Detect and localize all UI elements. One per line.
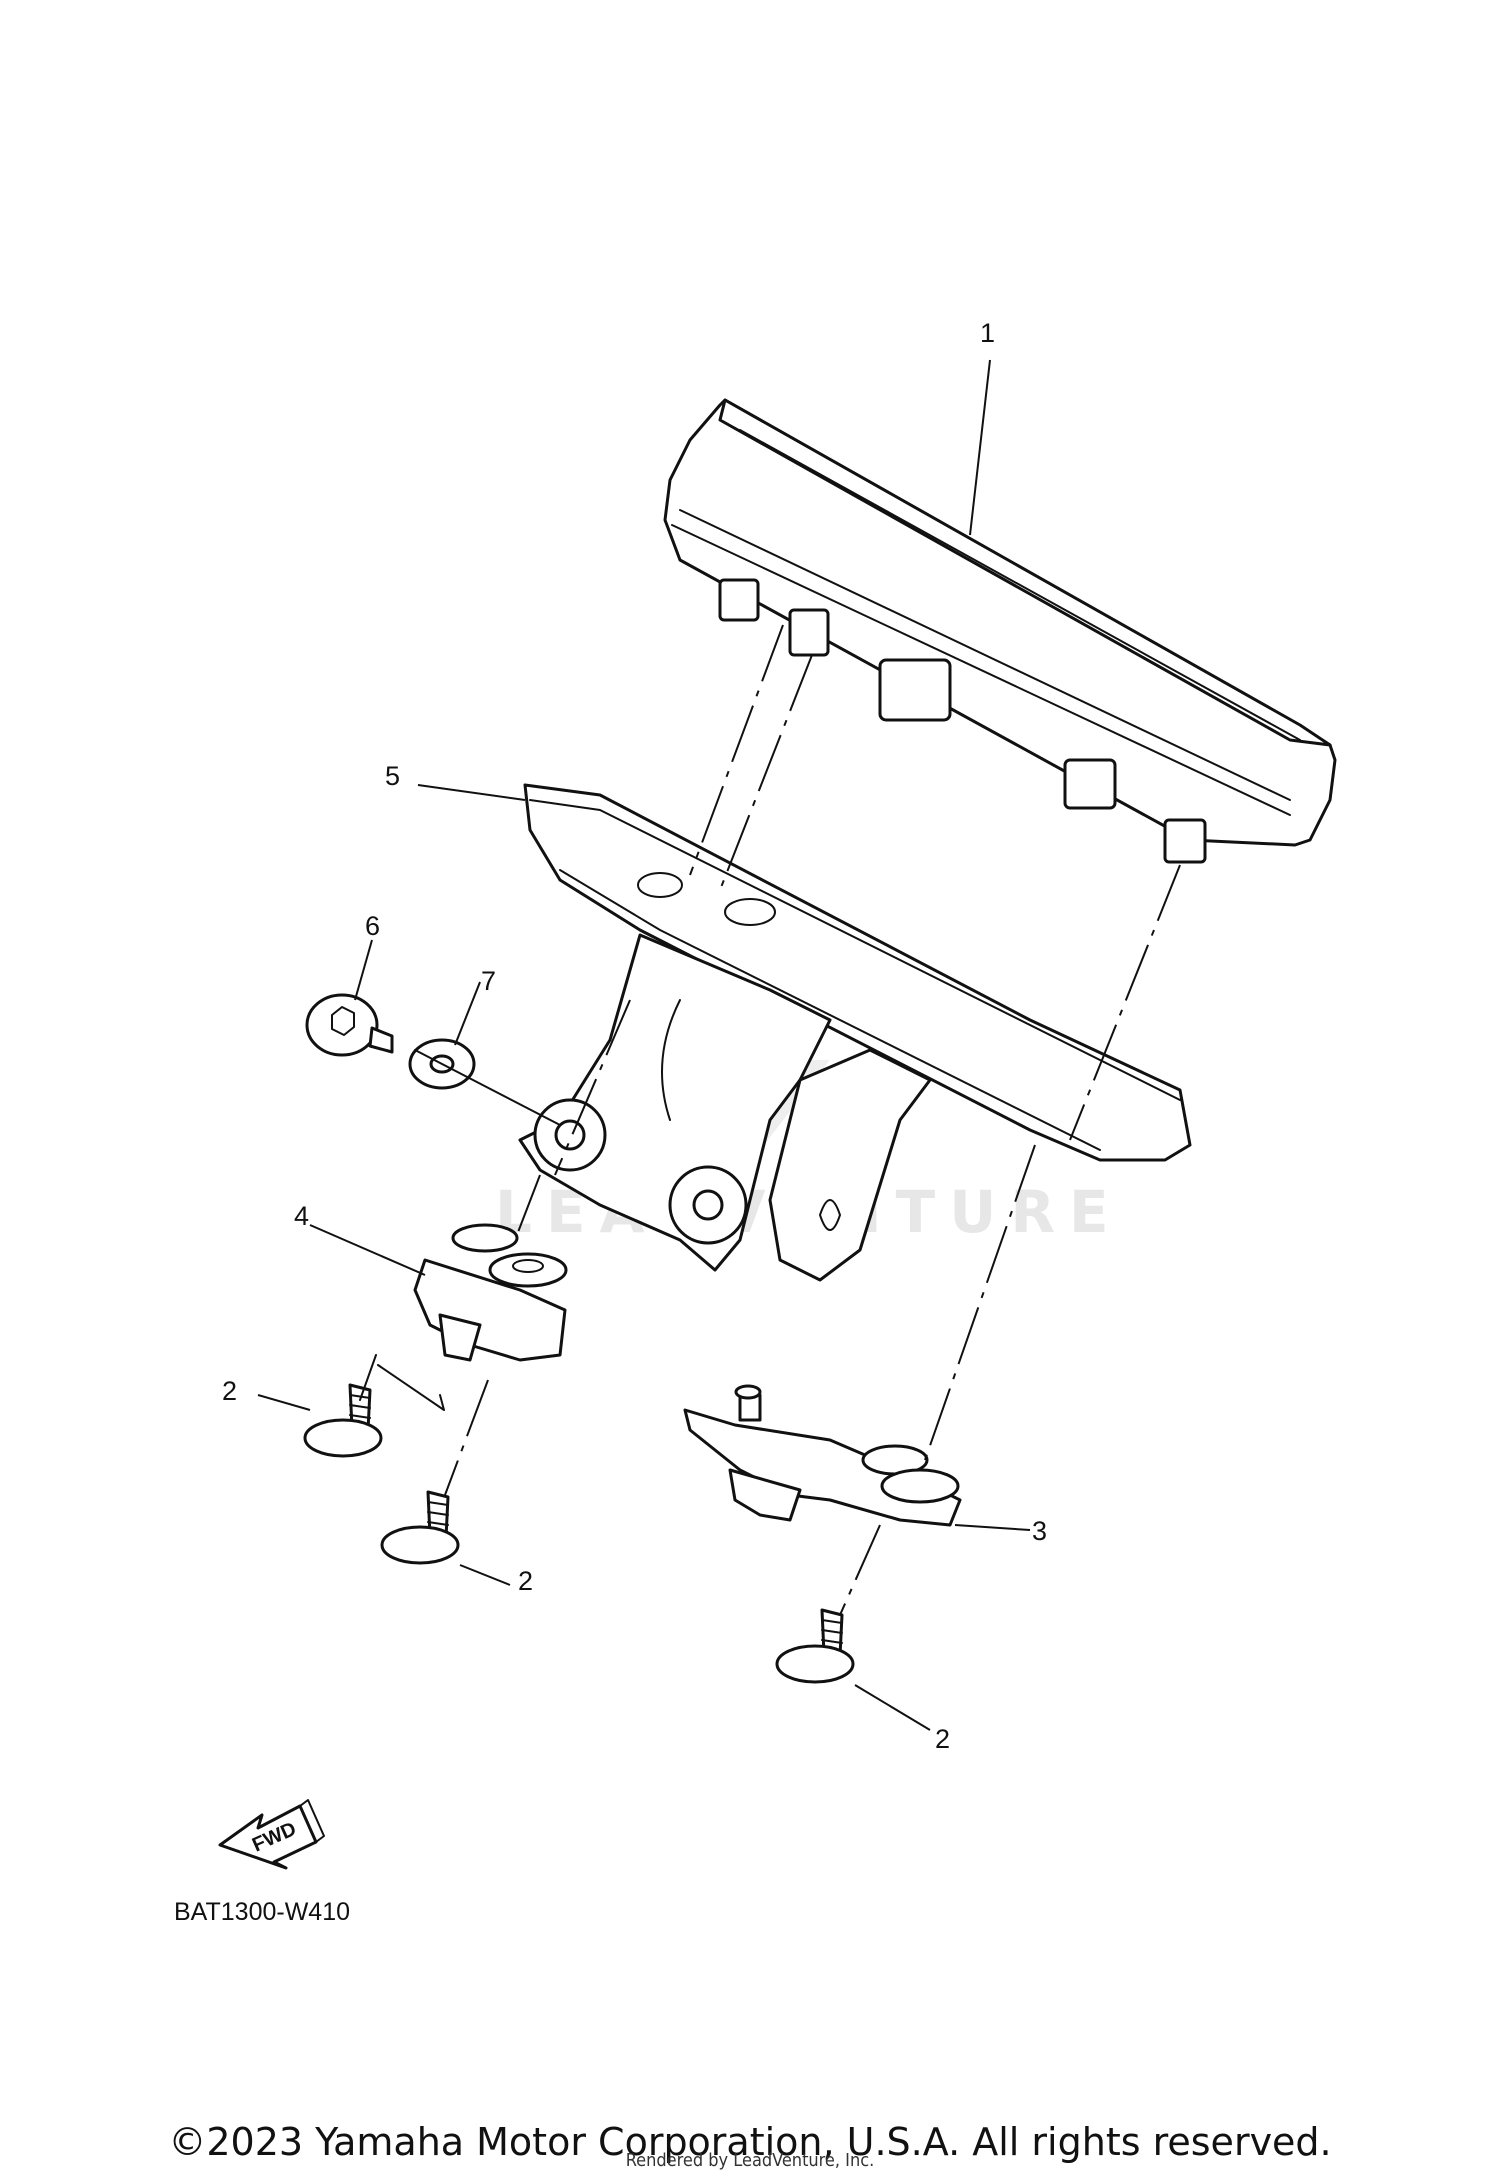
callout-1: 1: [980, 318, 995, 348]
callout-3: 3: [1032, 1516, 1047, 1546]
diagram-code: BAT1300-W410: [174, 1898, 350, 1926]
part-4-damper[interactable]: [413, 1223, 568, 1362]
callouts: 1 5 6 7 4 2 2 3 2: [222, 318, 1047, 1754]
callout-4: 4: [294, 1201, 309, 1231]
part-5-meter-bracket[interactable]: [518, 783, 1192, 1282]
leader-lines: [257, 359, 1031, 1731]
callout-2-middle: 2: [518, 1566, 533, 1596]
callout-5: 5: [385, 761, 400, 791]
rendered-by-notice: Rendered by LeadVenture, Inc.: [625, 2150, 875, 2171]
part-2-screw-right[interactable]: [775, 1608, 855, 1684]
callout-7: 7: [481, 966, 496, 996]
part-2-screw-left[interactable]: [303, 1383, 383, 1458]
part-6-bolt[interactable]: [305, 993, 394, 1057]
part-1-meter-assembly[interactable]: [663, 398, 1337, 864]
part-3-damper-plate[interactable]: [683, 1384, 962, 1527]
callout-6: 6: [365, 911, 380, 941]
copyright-notice: ©2023 Yamaha Motor Corporation, U.S.A. A…: [168, 2120, 1332, 2164]
part-2-screw-middle[interactable]: [380, 1490, 460, 1565]
fwd-arrow-icon: FWD: [218, 1799, 325, 1870]
callout-2-left: 2: [222, 1376, 237, 1406]
alignment-lines: [359, 624, 1181, 1616]
callout-2-right: 2: [935, 1724, 950, 1754]
